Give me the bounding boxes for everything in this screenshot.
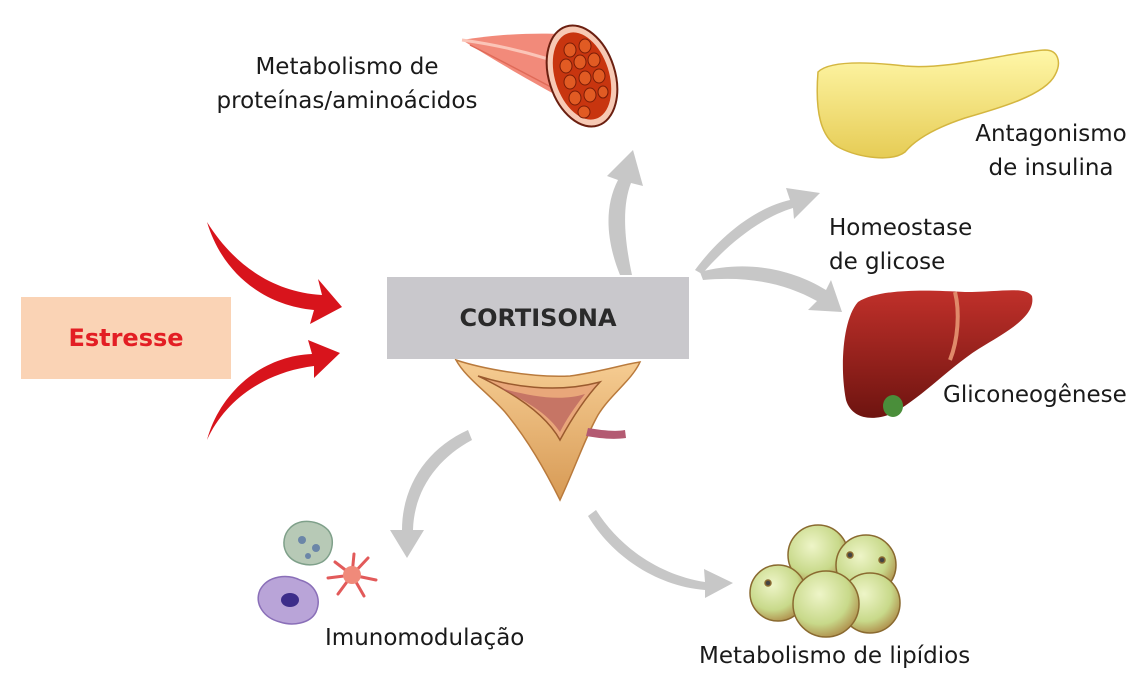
stress-arrow-lower <box>207 340 340 440</box>
insulin-label-line2: de insulina <box>988 155 1114 181</box>
proteins-label-line2: proteínas/aminoácidos <box>216 88 478 114</box>
pancreas-illustration <box>816 49 1060 159</box>
stress-arrows <box>207 222 342 440</box>
immune-cells-illustration <box>257 520 378 625</box>
stress-arrow-upper <box>207 222 342 324</box>
arrow-to-proteins <box>607 150 643 275</box>
adrenal-gland-illustration <box>454 358 642 502</box>
glucose-label-line2: de glicose <box>829 249 946 275</box>
proteins-label-line1: Metabolismo de <box>255 54 439 80</box>
arrow-to-immune <box>390 430 472 558</box>
immune-text: Imunomodulação <box>325 625 525 651</box>
effect-arrows <box>390 150 842 598</box>
gluconeogenesis-label: Gliconeogênese <box>943 378 1127 412</box>
lipids-label: Metabolismo de lipídios <box>699 639 970 673</box>
arrow-to-lipids <box>588 510 733 598</box>
liver-illustration <box>842 290 1033 418</box>
stress-label: Estresse <box>68 324 184 352</box>
immune-label: Imunomodulação <box>325 621 524 655</box>
glucose-label: Homeostase de glicose <box>829 211 972 279</box>
cortisone-label: CORTISONA <box>459 304 617 332</box>
lipids-text: Metabolismo de lipídios <box>699 643 971 669</box>
insulin-label: Antagonismo de insulina <box>970 117 1127 185</box>
insulin-label-line1: Antagonismo <box>975 121 1127 147</box>
fat-cells-illustration <box>749 524 901 638</box>
arrow-to-liver <box>700 266 842 312</box>
proteins-label: Metabolismo de proteínas/aminoácidos <box>213 50 481 118</box>
stress-box: Estresse <box>21 297 231 379</box>
cortisone-box: CORTISONA <box>387 277 689 359</box>
arrow-to-insulin <box>695 188 820 274</box>
muscle-illustration <box>461 24 619 128</box>
glucose-label-line1: Homeostase <box>829 215 973 241</box>
gluconeogenesis-text: Gliconeogênese <box>943 382 1127 408</box>
